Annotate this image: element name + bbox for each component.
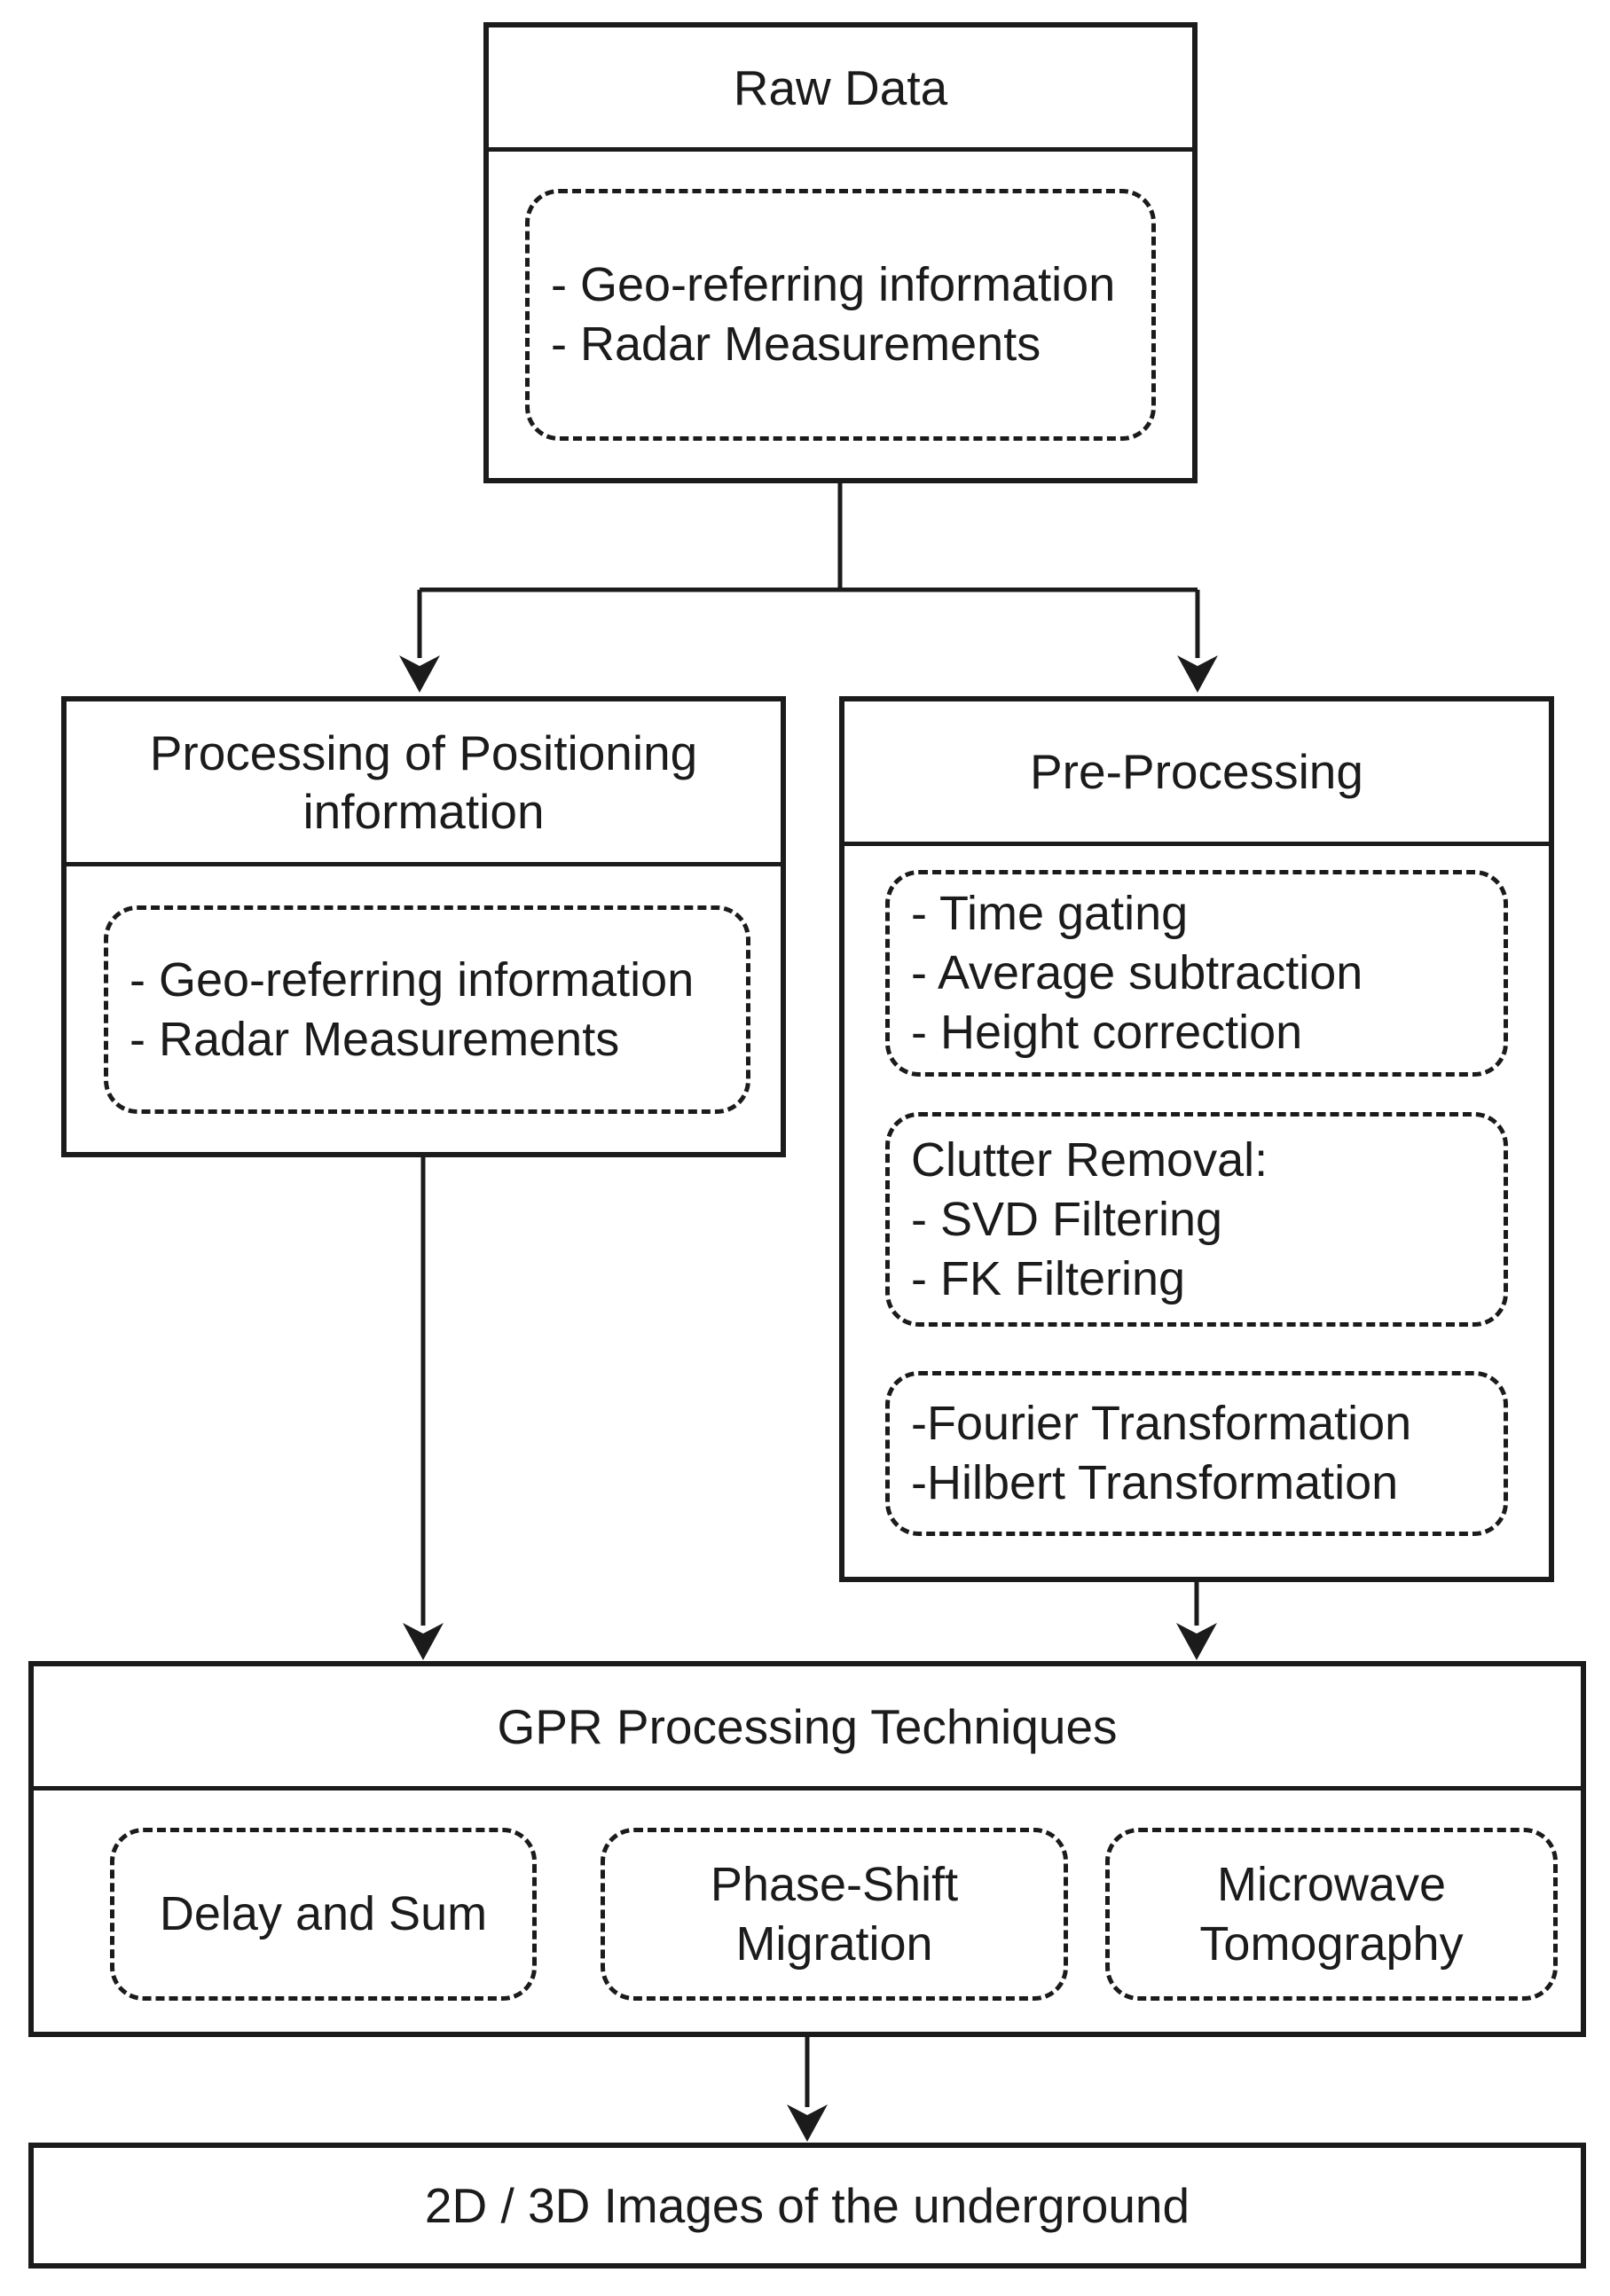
- arrowhead-icon: [399, 655, 440, 693]
- output-node: 2D / 3D Images of the underground: [28, 2143, 1586, 2269]
- raw-data-dashed-box: - Geo-referring information - Radar Meas…: [525, 189, 1156, 441]
- list-item: Clutter Removal:: [911, 1132, 1268, 1187]
- technique-delay-and-sum: Delay and Sum: [110, 1828, 537, 2001]
- preprocessing-node: Pre-Processing - Time gating - Average s…: [839, 696, 1554, 1582]
- arrowhead-icon: [1177, 655, 1218, 693]
- positioning-node: Processing of Positioning information - …: [61, 696, 786, 1157]
- preprocessing-basic-group: - Time gating - Average subtraction - He…: [885, 870, 1508, 1077]
- list-item: -Fourier Transformation: [911, 1397, 1412, 1450]
- raw-data-header: Raw Data: [489, 27, 1192, 152]
- technique-label: Phase-Shift Migration: [710, 1857, 959, 1971]
- list-item: - Average subtraction: [911, 946, 1363, 999]
- list-item: - FK Filtering: [911, 1251, 1186, 1305]
- technique-label: Microwave Tomography: [1199, 1857, 1464, 1971]
- technique-microwave-tomography: Microwave Tomography: [1105, 1828, 1558, 2001]
- arrowhead-icon: [787, 2104, 828, 2142]
- clutter-removal-group: Clutter Removal: - SVD Filtering - FK Fi…: [885, 1112, 1508, 1327]
- preprocessing-title: Pre-Processing: [1030, 744, 1363, 799]
- preprocessing-header: Pre-Processing: [844, 701, 1549, 846]
- technique-phase-shift-migration: Phase-Shift Migration: [601, 1828, 1068, 2001]
- gpr-node: GPR Processing Techniques Delay and Sum …: [28, 1661, 1586, 2037]
- gpr-title: GPR Processing Techniques: [497, 1698, 1118, 1754]
- gpr-header: GPR Processing Techniques: [34, 1666, 1581, 1791]
- positioning-body: - Geo-referring information - Radar Meas…: [67, 866, 781, 1152]
- arrowhead-icon: [1176, 1623, 1217, 1660]
- list-item: -Hilbert Transformation: [911, 1456, 1399, 1509]
- output-title: 2D / 3D Images of the underground: [424, 2178, 1190, 2233]
- positioning-title: Processing of Positioning information: [149, 725, 698, 839]
- technique-label: Delay and Sum: [159, 1887, 488, 1940]
- raw-data-body: - Geo-referring information - Radar Meas…: [489, 152, 1192, 478]
- positioning-header: Processing of Positioning information: [67, 701, 781, 866]
- arrowhead-icon: [403, 1623, 444, 1660]
- connector-paths: [417, 483, 1200, 2107]
- list-item: - Time gating: [911, 887, 1189, 940]
- list-item: - SVD Filtering: [911, 1192, 1223, 1246]
- raw-data-node: Raw Data - Geo-referring information - R…: [483, 22, 1198, 483]
- preprocessing-body: - Time gating - Average subtraction - He…: [844, 846, 1549, 1577]
- list-item: - Geo-referring information: [551, 258, 1116, 311]
- list-item: - Radar Measurements: [130, 1012, 620, 1066]
- transformation-group: -Fourier Transformation -Hilbert Transfo…: [885, 1371, 1508, 1536]
- arrowheads: [399, 655, 1218, 2142]
- list-item: - Radar Measurements: [551, 317, 1041, 371]
- gpr-body: Delay and Sum Phase-Shift Migration Micr…: [34, 1791, 1581, 2032]
- raw-data-title: Raw Data: [733, 59, 948, 115]
- list-item: - Height correction: [911, 1006, 1303, 1059]
- list-item: - Geo-referring information: [130, 952, 695, 1007]
- positioning-dashed-box: - Geo-referring information - Radar Meas…: [104, 905, 750, 1114]
